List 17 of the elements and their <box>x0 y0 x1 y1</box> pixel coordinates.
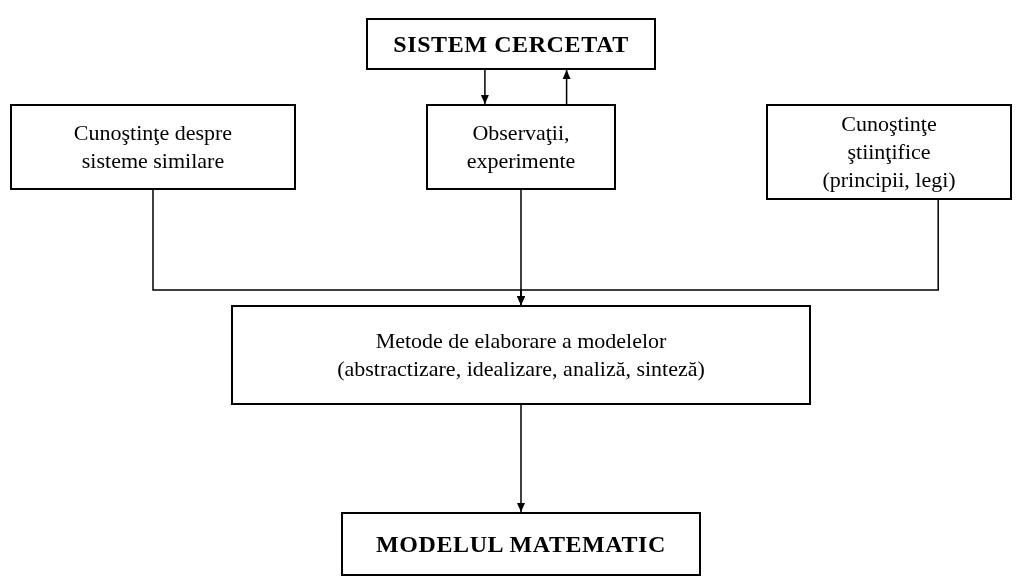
arrow <box>517 199 939 306</box>
box-text: Cunoştinţe ştiinţifice (principii, legi) <box>821 110 957 194</box>
box-text: MODELUL MATEMATIC <box>376 530 666 559</box>
box-text: SISTEM CERCETAT <box>393 30 629 59</box>
process-box <box>366 18 656 70</box>
box-text: (abstractizare, idealizare, analiză, sinteză) <box>337 355 705 383</box>
process-box <box>426 104 616 190</box>
box-text: Observaţii, experimente <box>465 119 577 175</box>
arrow <box>562 69 571 105</box>
process-box <box>231 305 811 405</box>
process-box <box>766 104 1012 200</box>
arrow <box>480 69 489 105</box>
box-text: Cunoştinţe despre sisteme similare <box>72 119 234 175</box>
arrow <box>517 404 525 513</box>
box-text: Metode de elaborare a modelelor <box>375 327 667 355</box>
process-box <box>341 512 701 576</box>
process-box <box>10 104 296 190</box>
